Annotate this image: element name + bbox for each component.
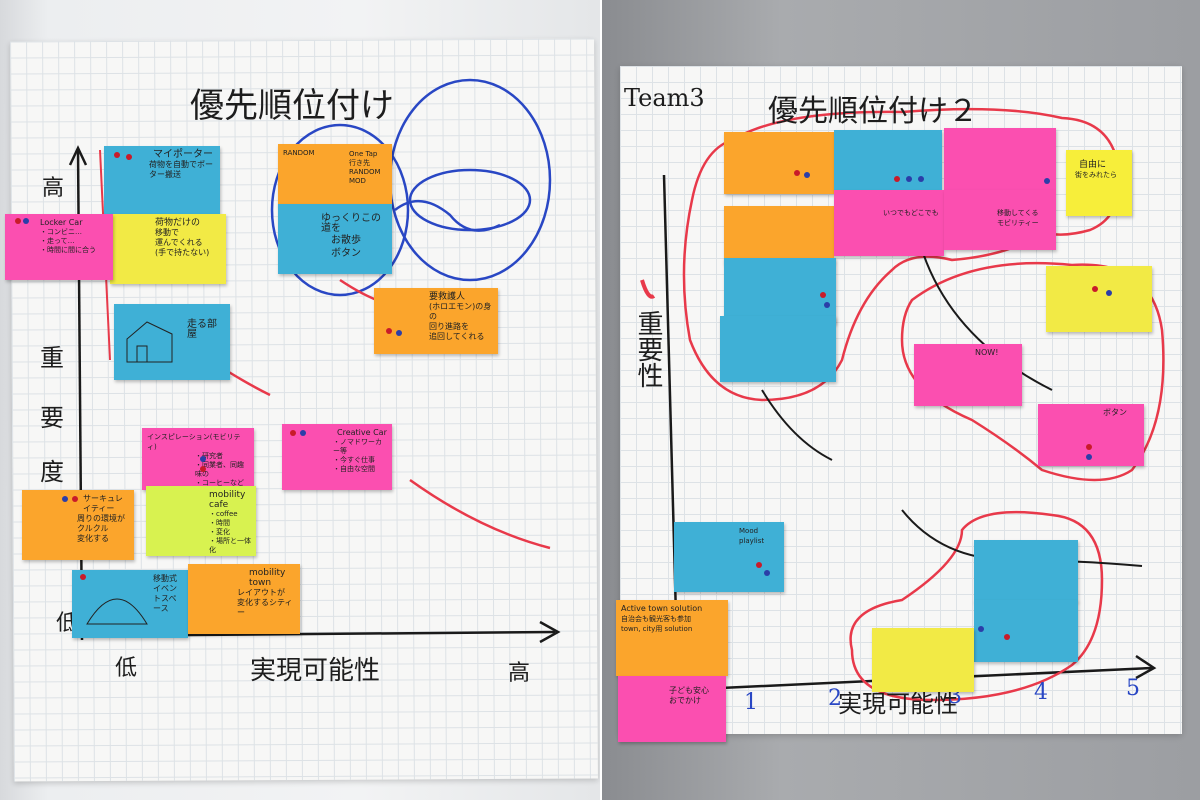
note-r-pink-3: 移動してくる モビリティー [944, 190, 1056, 250]
note-yoppa: 要救護人 (ホロエモン)の身の 回り進路を 追回してくれる [374, 288, 498, 354]
note-mobility-cafe: mobility cafe ・coffee ・時間 ・変化 ・場所と一体化 [146, 486, 256, 556]
note-r-blue-1 [834, 130, 942, 190]
note-nimotsu: 荷物だけの 移動で 運んでくれる (手で持たない) [110, 214, 226, 284]
note-title: RANDOM [283, 149, 315, 157]
note-title: ボタン [1103, 408, 1127, 417]
note-title: 荷物だけの [155, 218, 201, 228]
note-mobility-town: mobility town レイアウトが 変化するシティー [188, 564, 300, 634]
left-title: 優先順位付け [190, 86, 394, 126]
note-title: mobility cafe [209, 490, 246, 510]
note-body: いつでもどこでも [883, 209, 939, 217]
note-body: 移動してくる モビリティー [997, 209, 1039, 227]
note-now: NOW! [914, 344, 1022, 406]
team-label: Team3 [624, 84, 705, 112]
note-active-town: Active town solution 自治会も観光客も参加 town, ci… [616, 600, 728, 676]
note-title: Creative Car [337, 428, 387, 437]
left-photo: 優先順位付け 高 重 要 度 低 低 実現可能性 高 マイポーター 荷物を自動で… [0, 0, 600, 800]
note-body: 移動で 運んでくれる (手で持たない) [155, 228, 210, 257]
note-body: (ホロエモン)の身の 回り進路を 追回してくれる [429, 302, 492, 341]
note-title: 移動式イベントスペース [153, 574, 177, 613]
dome-sketch [86, 598, 148, 625]
right-y-axis-label: 重要性 [633, 310, 663, 388]
note-idou-event: 移動式イベントスペース [72, 570, 188, 638]
x-tick-2: 2 [828, 686, 842, 711]
note-body: 荷物を自動でポーター搬送 [149, 160, 213, 179]
note-kodomo: 子ども安心 おでかけ [618, 676, 726, 742]
note-title: NOW! [975, 348, 999, 357]
note-r-pink-2: いつでもどこでも [834, 190, 944, 256]
note-title: 走る部屋 [187, 319, 217, 340]
note-body: 周りの環境が クルクル 変化する [77, 514, 125, 543]
note-r-yellow-2 [872, 628, 974, 692]
note-r-orange-1 [724, 132, 834, 194]
note-body: 自治会も観光客も参加 town, city用 solution [621, 615, 693, 633]
y-axis-high-label: 高 [42, 176, 65, 201]
note-r-blue-2b [720, 316, 836, 382]
note-yukkuri: ゆっくりこの道を お散歩 ボタン [278, 204, 392, 274]
x-axis-high-label: 高 [508, 661, 531, 686]
note-title: 自由に [1079, 160, 1107, 170]
note-circulate: サーキュレイティー 周りの環境が クルクル 変化する [22, 490, 134, 560]
x-tick-5: 5 [1126, 676, 1140, 701]
note-title: Mood playlist [739, 527, 765, 545]
note-r-blue-5 [974, 540, 1078, 602]
note-hashiru-heya: 走る部屋 [114, 304, 230, 380]
note-body: 街をみれたら [1075, 171, 1117, 179]
note-title: Active town solution [621, 604, 703, 613]
right-x-axis-label: 実現可能性 [838, 690, 958, 718]
note-title: 要救護人 [429, 292, 466, 302]
note-title: サーキュレイティー [83, 494, 123, 513]
note-body: レイアウトが 変化するシティー [237, 588, 293, 617]
note-locker-car: Locker Car ・コンビニ… ・走って… ・時間に間に合う [5, 214, 113, 280]
note-creative-car: Creative Car ・ノマドワーカー等 ・今すぐ仕事 ・自由な空間 [282, 424, 392, 490]
note-body: おでかけ [669, 696, 701, 705]
note-r-orange-2 [724, 206, 834, 264]
note-body: ・コンビニ… ・走って… ・時間に間に合う [40, 228, 96, 254]
note-body: お散歩 ボタン [331, 235, 361, 259]
note-title: マイポーター [153, 149, 213, 160]
note-myporter: マイポーター 荷物を自動でポーター搬送 [104, 146, 220, 216]
note-title: 子ども安心 [669, 686, 709, 695]
x-axis-label: 実現可能性 [250, 656, 381, 686]
y-axis-label-char-1: 重 [40, 344, 64, 372]
note-body: One Tap 行き先 RANDOM MOD [349, 150, 381, 185]
note-r-yellow-1 [1046, 266, 1152, 332]
note-title: ゆっくりこの道を [321, 213, 381, 234]
x-axis-low-label: 低 [115, 656, 138, 681]
note-title: mobility town [249, 568, 286, 588]
note-r-blue-5b [974, 600, 1078, 662]
note-body: ・coffee ・時間 ・変化 ・場所と一体化 [209, 510, 251, 554]
x-tick-1: 1 [744, 690, 758, 715]
right-title: 優先順位付け２ [768, 94, 978, 129]
photo-divider [600, 0, 602, 800]
note-random: RANDOM One Tap 行き先 RANDOM MOD [278, 144, 392, 206]
right-photo: Team3 優先順位付け２ 重要性 実現可能性 1 2 3 4 5 自由に 街を… [602, 0, 1200, 800]
note-n-button: ボタン [1038, 404, 1144, 466]
note-r-blue-2 [724, 258, 836, 324]
y-axis-label-char-2: 要 [40, 404, 64, 432]
x-tick-4: 4 [1034, 680, 1048, 705]
note-jiyu: 自由に 街をみれたら [1066, 150, 1132, 216]
note-insp: インスピレーション(モビリティ) ・研究者 ・同業者、同趣味の ・コーヒーなど対… [142, 428, 254, 490]
note-title: Locker Car [40, 218, 83, 227]
house-sketch [126, 321, 173, 363]
note-title: インスピレーション(モビリティ) [147, 433, 241, 451]
note-r-pink-1 [944, 128, 1056, 190]
y-axis-label-char-3: 度 [40, 458, 64, 486]
note-body: ・ノマドワーカー等 ・今すぐ仕事 ・自由な空間 [333, 438, 382, 473]
note-r-blue-4: Mood playlist [674, 522, 784, 592]
